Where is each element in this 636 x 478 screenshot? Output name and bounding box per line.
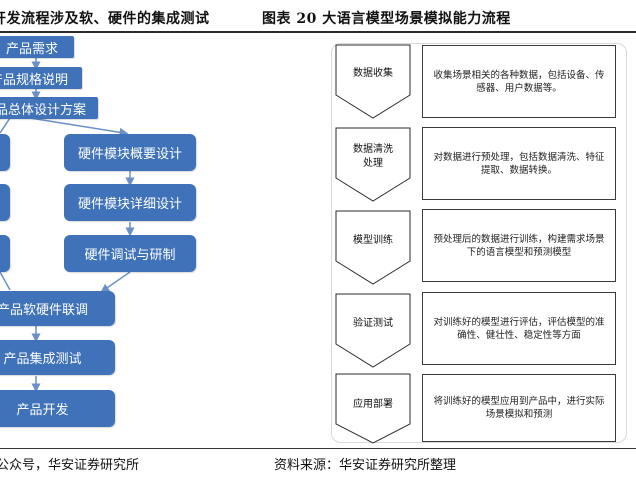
chevron-step-5 bbox=[335, 373, 411, 444]
right-source-note: 资料来源：华安证券研究所整理 bbox=[274, 458, 457, 473]
figure-title: 图表 20 大语言模型场景模拟能力流程 bbox=[262, 11, 511, 27]
step-description: 预处理后的数据进行训练，构建需求场景下的语言模型和预测模型 bbox=[422, 209, 616, 282]
step-label: 验证测试 bbox=[353, 318, 393, 329]
flow-box-integration-test: 产品集成测试 bbox=[0, 340, 115, 375]
flow-box-sw-hw-integration: 产品软硬件联调 bbox=[0, 291, 115, 326]
step-label: 数据清洗处理 bbox=[353, 144, 393, 169]
chevron-step-3 bbox=[335, 210, 411, 285]
left-section-title: 开发流程涉及软、硬件的集成测试 bbox=[0, 11, 210, 27]
footer-rule bbox=[0, 448, 636, 449]
flow-box-software-stub-1 bbox=[0, 134, 10, 171]
flow-box-product-dev: 产品开发 bbox=[0, 390, 115, 427]
chevron-step-2 bbox=[335, 127, 411, 202]
left-source-note: 公众号，华安证券研究所 bbox=[0, 458, 140, 473]
flow-box-product-demand: 产品需求 bbox=[0, 36, 74, 58]
step-label: 数据收集 bbox=[353, 68, 393, 79]
header-rule bbox=[0, 31, 636, 33]
process-chevrons bbox=[335, 44, 411, 444]
step-description: 将训练好的模型应用到产品中，进行实际场景模拟和预测 bbox=[422, 374, 616, 442]
chevron-step-4 bbox=[335, 293, 411, 368]
flow-box-hw-debug: 硬件调试与研制 bbox=[64, 235, 196, 272]
chevron-step-1 bbox=[335, 44, 411, 119]
flow-box-software-stub-3 bbox=[0, 235, 10, 272]
flow-box-product-spec: 产品规格说明 bbox=[0, 67, 82, 89]
step-label: 模型训练 bbox=[353, 235, 393, 246]
step-description: 对数据进行预处理，包括数据清洗、特征提取、数据转换。 bbox=[422, 127, 616, 200]
flowchart-connectors bbox=[0, 57, 135, 393]
flow-box-overall-design: 产品总体设计方案 bbox=[0, 97, 98, 119]
flow-box-software-stub-2 bbox=[0, 184, 10, 221]
flow-box-hw-detail-design: 硬件模块详细设计 bbox=[64, 184, 196, 221]
step-description: 对训练好的模型进行评估，评估模型的准确性、健壮性、稳定性等方面 bbox=[422, 292, 616, 365]
flow-box-hw-outline-design: 硬件模块概要设计 bbox=[64, 134, 196, 171]
step-label: 应用部署 bbox=[353, 399, 393, 410]
step-description: 收集场景相关的各种数据，包括设备、传感器、用户数据等。 bbox=[422, 45, 616, 118]
